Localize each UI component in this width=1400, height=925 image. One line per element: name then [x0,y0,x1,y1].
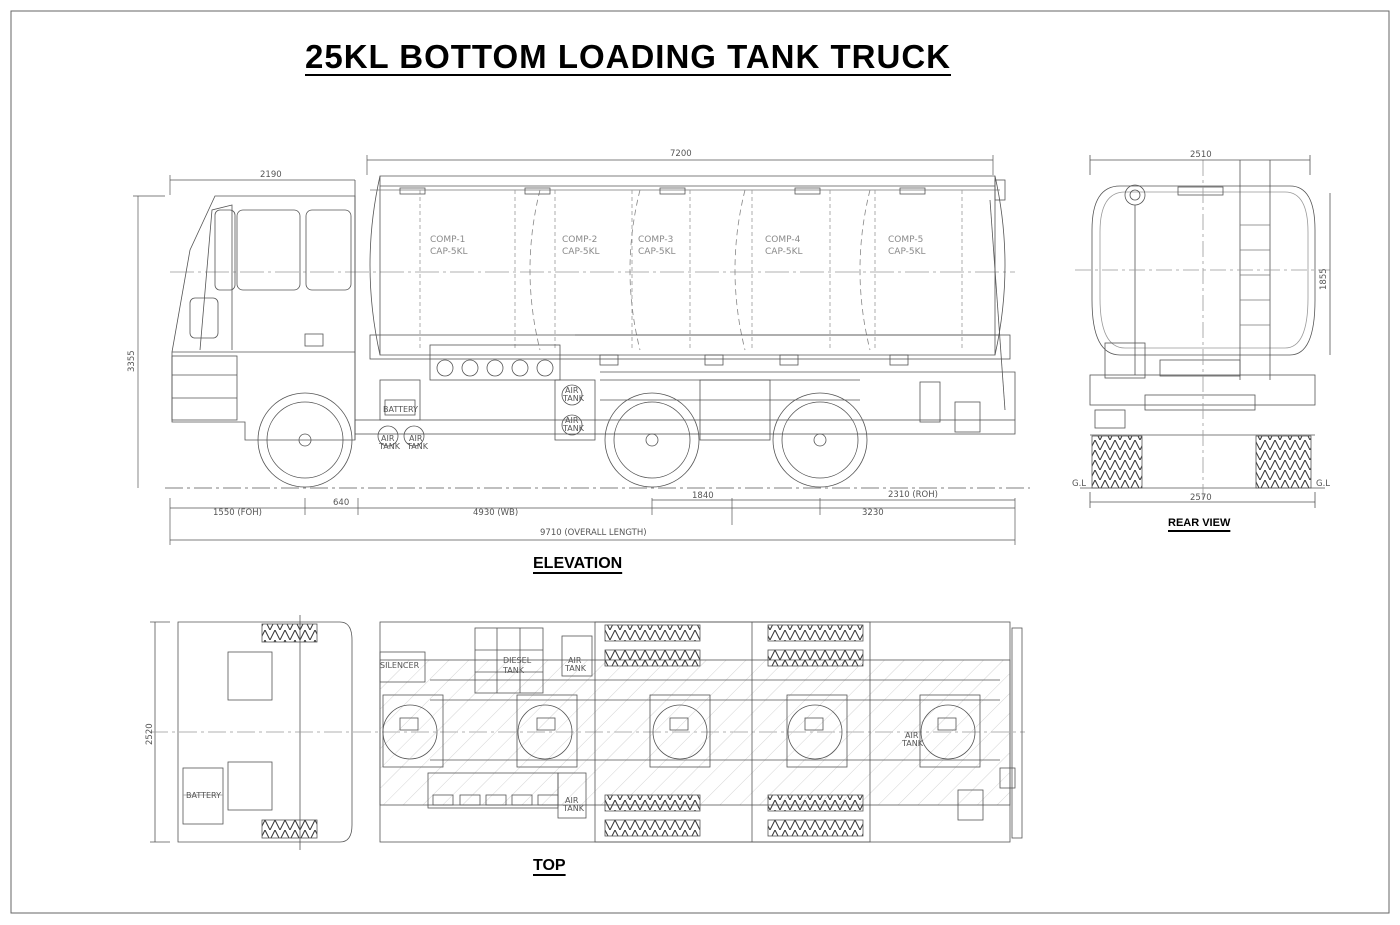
dim-3230: 3230 [862,508,884,518]
label-tank-3: TANK [562,394,585,403]
label-tank-4: TANK [562,424,585,433]
label-air-4: AIR [565,416,579,425]
drawing-title: 25KL BOTTOM LOADING TANK TRUCK [305,38,951,75]
front-wheel [257,392,353,488]
comp3-cap: CAP-5KL [638,247,676,257]
label-silencer: SILENCER [380,661,420,670]
elevation-part-labels: BATTERY AIR TANK AIR TANK AIR TANK AIR T… [378,386,585,451]
label-air-top-tank: TANK [564,664,587,673]
label-air-bottom: AIR [565,796,579,805]
rear-wheel-1 [604,392,700,488]
label-air-bottom-tank: TANK [562,804,585,813]
front-tyre-top [261,623,318,643]
dim-tank-length: 7200 [670,149,692,159]
comp4-cap: CAP-5KL [765,247,803,257]
elevation-compartment-labels: COMP-1 CAP-5KL COMP-2 CAP-5KL COMP-3 CAP… [430,235,926,257]
rear-view-label: REAR VIEW [1168,517,1231,529]
top-dim-width: 2520 [145,723,155,745]
dim-foh: 1550 (FOH) [213,508,262,518]
dim-cab-length: 2190 [260,170,282,180]
label-air-1: AIR [381,434,395,443]
label-air-top: AIR [568,656,582,665]
elevation-dimensions: 7200 2190 3355 1550 (FOH) 640 4930 (WB) … [127,149,938,538]
rear-view [1075,155,1331,508]
comp5-name: COMP-5 [888,235,923,245]
comp5-cap: CAP-5KL [888,247,926,257]
top-view-label: TOP [533,857,566,874]
comp1-name: COMP-1 [430,235,465,245]
rear-left-tyres [1091,435,1143,489]
tank-shell [379,175,996,356]
label-air-rear: AIR [905,731,919,740]
comp2-cap: CAP-5KL [562,247,600,257]
rear-gl-right: G.L [1316,479,1330,489]
top-cab-outline [177,621,353,843]
dim-overall: 9710 (OVERALL LENGTH) [540,528,647,538]
comp2-name: COMP-2 [562,235,597,245]
label-battery-top: BATTERY [186,791,221,800]
dim-wb: 4930 (WB) [473,508,518,518]
comp4-name: COMP-4 [765,235,801,245]
top-view [150,615,1025,850]
rear-tank-ellipse [1091,185,1316,356]
label-diesel: DIESEL [503,656,532,665]
elevation-label: ELEVATION [533,555,623,572]
rear-dim-track: 2570 [1190,493,1212,503]
comp3-name: COMP-3 [638,235,673,245]
rear-right-tyres [1255,435,1312,489]
top-labels: 2520 SILENCER DIESEL TANK AIR TANK AIR T… [145,656,924,813]
dim-640: 640 [333,498,349,508]
rear-wheel-2 [772,392,868,488]
rear-gl-left: G.L [1072,479,1086,489]
label-diesel-tank: TANK [502,666,525,675]
label-tank-2: TANK [406,442,429,451]
elevation-view [133,155,1030,545]
front-tyre-bottom [261,819,318,839]
label-air-2: AIR [409,434,423,443]
cab-outline [171,195,356,441]
rear-labels: 2510 1855 2570 G.L G.L [1072,150,1330,503]
label-air-rear-tank: TANK [901,739,924,748]
dim-roh: 2310 (ROH) [888,490,938,500]
label-air-3: AIR [565,386,579,395]
label-tank-1: TANK [378,442,401,451]
rear-dim-width: 2510 [1190,150,1212,160]
comp1-cap: CAP-5KL [430,247,468,257]
label-battery: BATTERY [383,405,418,414]
rear-dim-height: 1855 [1319,268,1329,290]
sheet-border [10,10,1390,914]
dim-height: 3355 [127,350,137,372]
dim-1840: 1840 [692,491,714,501]
